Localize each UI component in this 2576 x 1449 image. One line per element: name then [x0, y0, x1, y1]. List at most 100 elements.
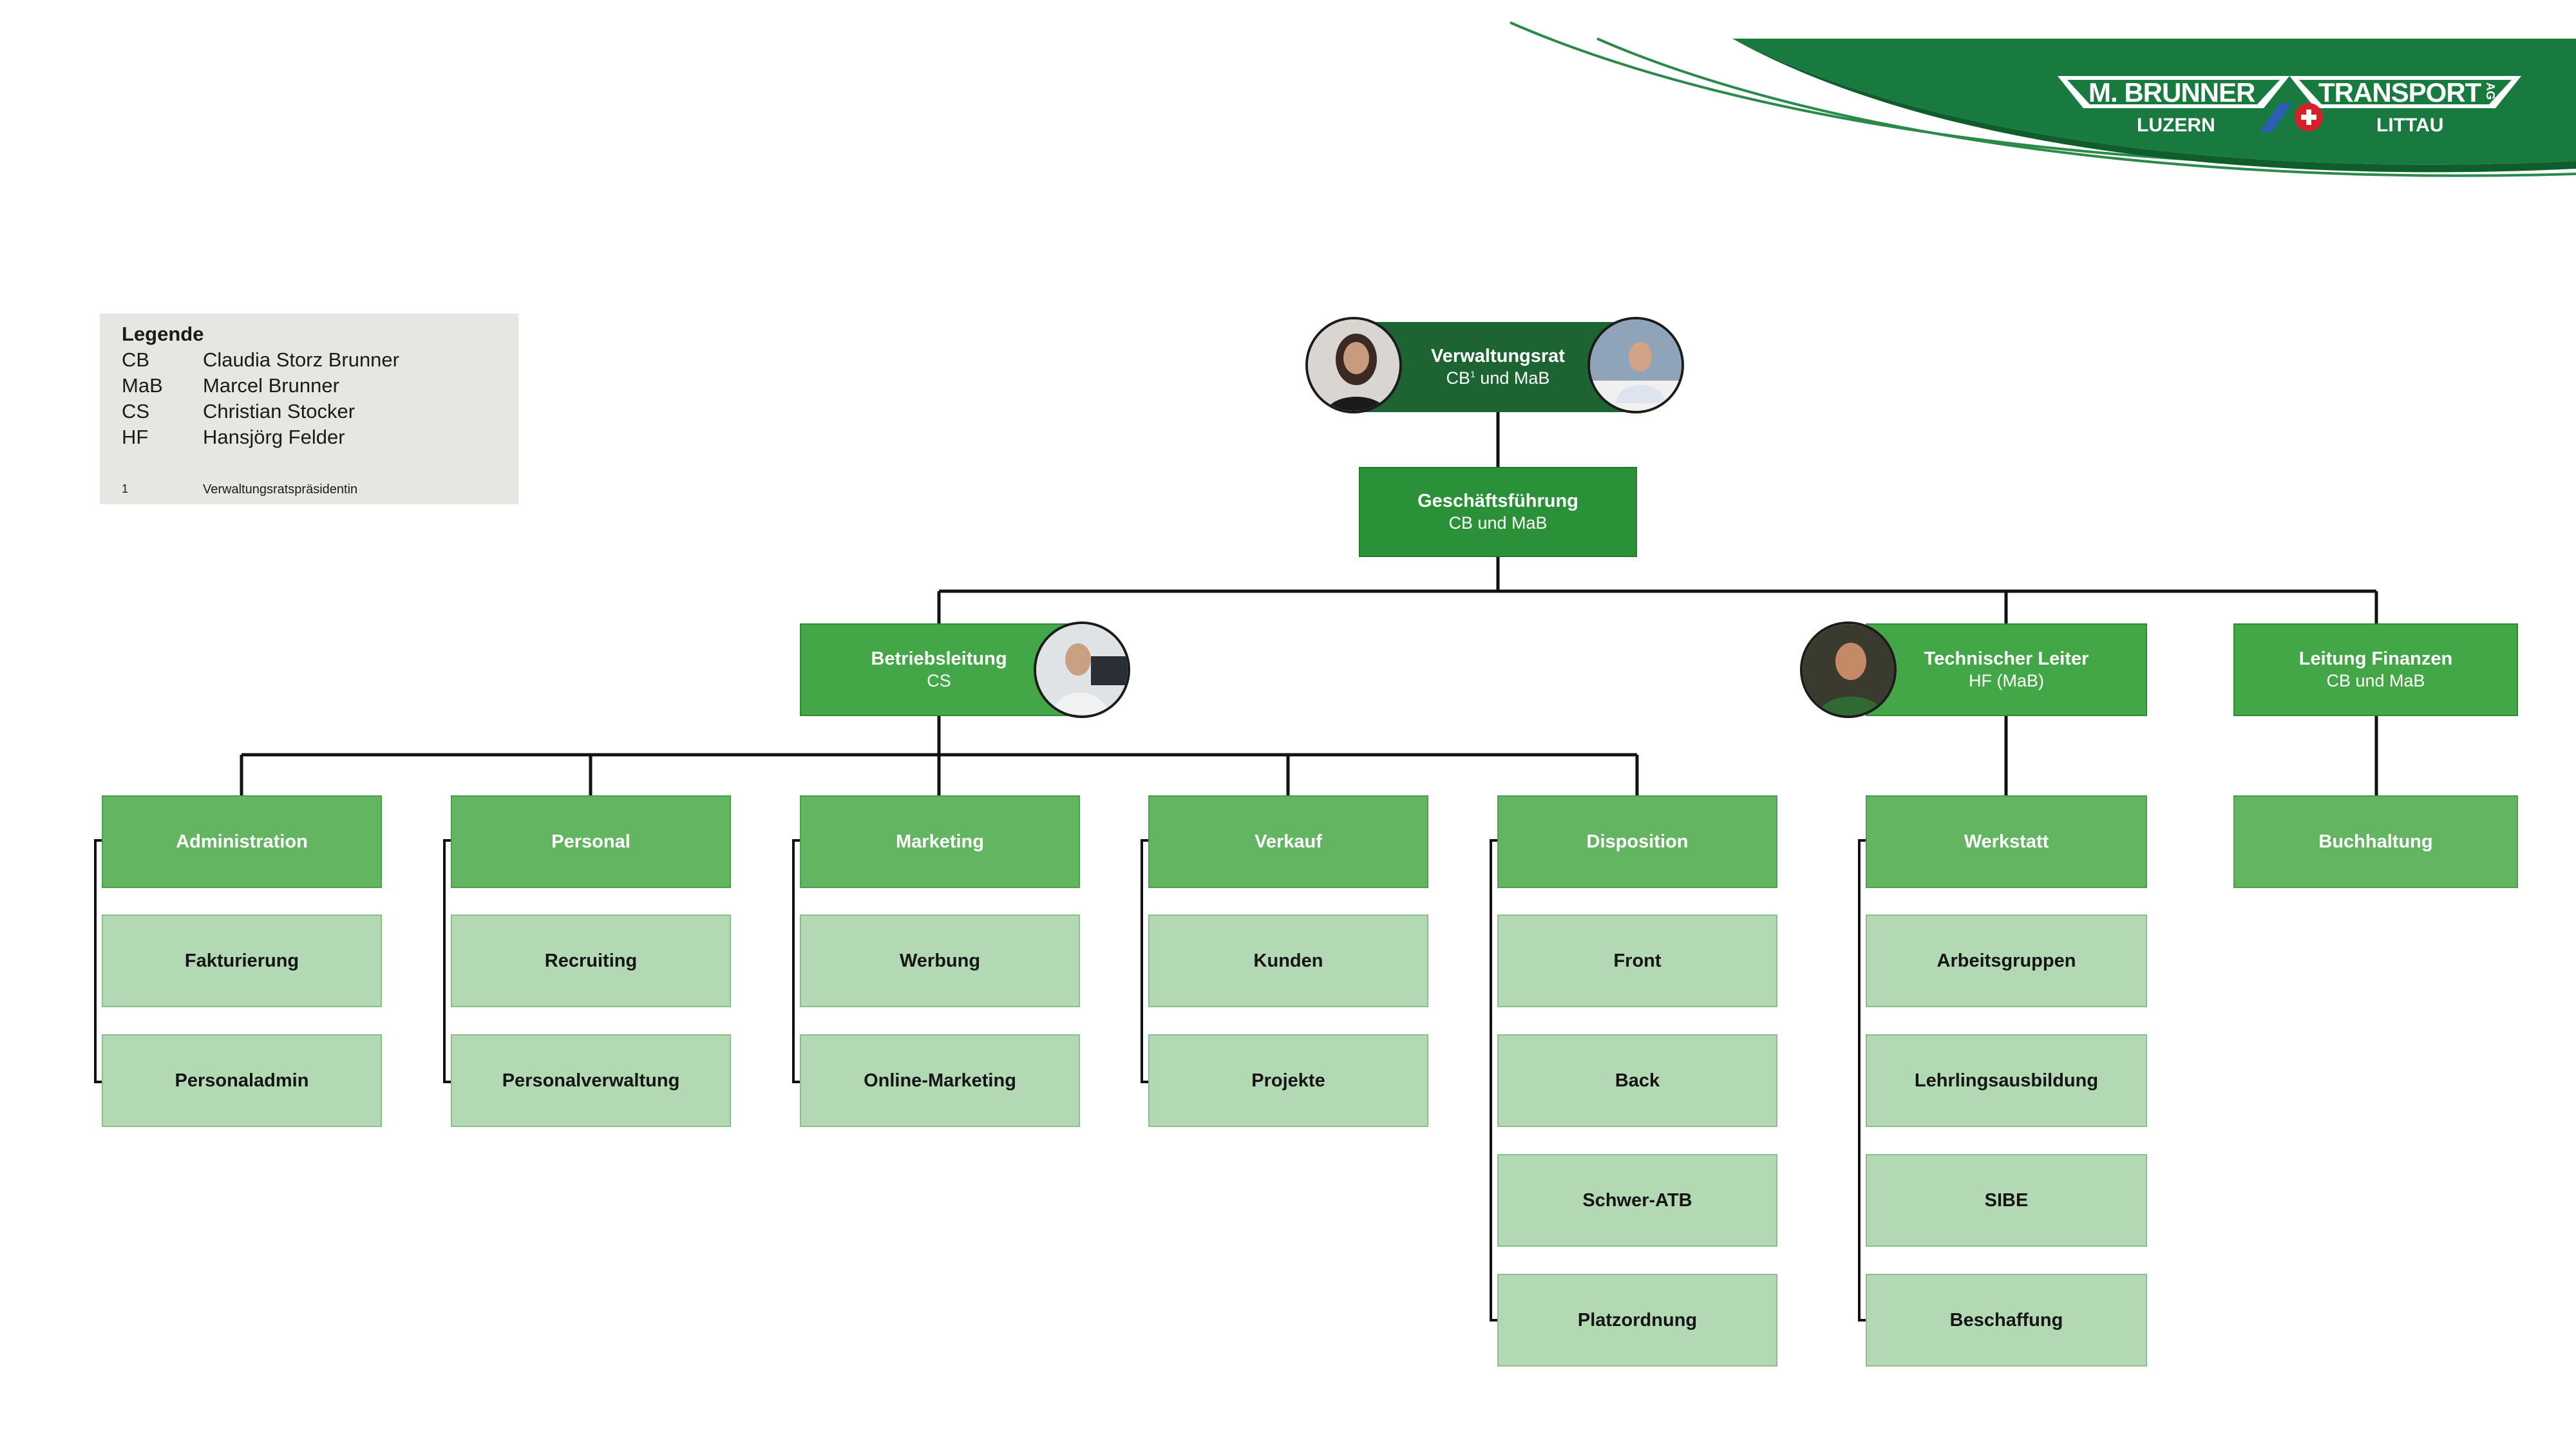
- node-title: SIBE: [1984, 1189, 2029, 1211]
- node-platzordnung: Platzordnung: [1497, 1274, 1777, 1367]
- footnote-text: Verwaltungsratspräsidentin: [203, 482, 358, 497]
- node-arbeitsgruppen: Arbeitsgruppen: [1866, 914, 2147, 1007]
- node-title: Front: [1613, 950, 1662, 971]
- node-disposition: Disposition: [1497, 795, 1777, 888]
- logo-right-name: TRANSPORT: [2318, 77, 2481, 108]
- node-title: Online-Marketing: [864, 1070, 1016, 1091]
- company-logo-banner: [1510, 21, 2576, 177]
- avatar-hansjoerg: [1800, 621, 1897, 718]
- node-geschaeftsfuehrung: Geschäftsführung CB und MaB: [1359, 467, 1637, 557]
- swiss-cross-h: [2301, 115, 2316, 120]
- avatar-marcel: [1587, 317, 1684, 413]
- node-title: Marketing: [896, 831, 984, 852]
- node-title: Betriebsleitung: [871, 649, 1007, 669]
- node-title: Platzordnung: [1577, 1309, 1698, 1331]
- node-online-marketing: Online-Marketing: [800, 1034, 1080, 1127]
- legend-name: Christian Stocker: [203, 400, 355, 422]
- person-photo-icon: [1803, 624, 1894, 715]
- node-kunden: Kunden: [1148, 914, 1428, 1007]
- node-title: Personaladmin: [175, 1070, 309, 1091]
- node-title: Werbung: [899, 950, 981, 971]
- node-leitung-finanzen: Leitung Finanzen CB und MaB: [2233, 623, 2518, 716]
- node-title: Buchhaltung: [2318, 831, 2433, 852]
- node-title: Verkauf: [1255, 831, 1322, 852]
- bracket: [1858, 839, 1866, 1321]
- node-buchhaltung: Buchhaltung: [2233, 795, 2518, 888]
- node-title: Administration: [176, 831, 308, 852]
- legend-entry: MaB Marcel Brunner: [122, 373, 497, 399]
- node-title: Personalverwaltung: [502, 1070, 680, 1091]
- node-betriebsleitung: Betriebsleitung CS: [800, 623, 1078, 716]
- logo-left-inner: [2067, 80, 2280, 104]
- logo-right-suffix: AG: [2484, 82, 2497, 100]
- legend-entry: HF Hansjörg Felder: [122, 424, 497, 450]
- node-title: Technischer Leiter: [1924, 649, 2089, 669]
- legend-name: Claudia Storz Brunner: [203, 348, 399, 371]
- node-title: Recruiting: [544, 950, 638, 971]
- node-title: Werkstatt: [1964, 831, 2049, 852]
- legend-entry: CS Christian Stocker: [122, 399, 497, 424]
- node-sub: CS: [927, 671, 951, 691]
- node-title: Arbeitsgruppen: [1937, 950, 2076, 971]
- node-administration: Administration: [102, 795, 382, 888]
- node-title: Leitung Finanzen: [2298, 649, 2453, 669]
- legend-box: Legende CB Claudia Storz Brunner MaB Mar…: [100, 314, 518, 504]
- node-projekte: Projekte: [1148, 1034, 1428, 1127]
- footnote-mark: 1: [122, 482, 129, 495]
- bracket: [443, 839, 451, 1083]
- legend-footnote: 1 Verwaltungsratspräsidentin: [122, 482, 497, 497]
- node-title: Beschaffung: [1949, 1309, 2063, 1331]
- person-photo-icon: [1308, 319, 1399, 411]
- node-sub: HF (MaB): [1969, 671, 2044, 691]
- logo-flag-blue: [2259, 103, 2293, 132]
- node-sibe: SIBE: [1866, 1154, 2147, 1247]
- logo-left-name: M. BRUNNER: [2088, 77, 2255, 108]
- person-photo-icon: [1036, 624, 1128, 715]
- node-title: Schwer-ATB: [1582, 1189, 1692, 1211]
- node-sub: CB und MaB: [2326, 671, 2425, 691]
- node-fakturierung: Fakturierung: [102, 914, 382, 1007]
- node-marketing: Marketing: [800, 795, 1080, 888]
- node-werkstatt: Werkstatt: [1866, 795, 2147, 888]
- node-title: Disposition: [1586, 831, 1689, 852]
- node-verkauf: Verkauf: [1148, 795, 1428, 888]
- legend-abbr: HF: [122, 426, 149, 448]
- node-sub: CB und MaB: [1448, 513, 1548, 533]
- logo-left-city: LUZERN: [2137, 115, 2215, 136]
- node-lehrlingsausbildung: Lehrlingsausbildung: [1866, 1034, 2147, 1127]
- legend-title: Legende: [122, 323, 204, 345]
- node-sub: CB1 und MaB: [1446, 368, 1550, 388]
- bracket: [792, 839, 800, 1083]
- logo-right-city: LITTAU: [2376, 115, 2444, 136]
- node-title: Back: [1615, 1070, 1660, 1091]
- node-personal: Personal: [451, 795, 731, 888]
- node-personaladmin: Personaladmin: [102, 1034, 382, 1127]
- node-title: Kunden: [1253, 950, 1323, 971]
- node-title: Geschäftsführung: [1417, 491, 1578, 511]
- legend-abbr: MaB: [122, 374, 163, 397]
- bracket: [94, 839, 102, 1083]
- avatar-christian: [1034, 621, 1130, 718]
- node-title: Verwaltungsrat: [1431, 346, 1565, 366]
- node-back: Back: [1497, 1034, 1777, 1127]
- legend-abbr: CB: [122, 348, 150, 371]
- avatar-claudia: [1305, 317, 1402, 413]
- node-recruiting: Recruiting: [451, 914, 731, 1007]
- node-schwer-atb: Schwer-ATB: [1497, 1154, 1777, 1247]
- node-werbung: Werbung: [800, 914, 1080, 1007]
- node-technischer-leiter: Technischer Leiter HF (MaB): [1866, 623, 2147, 716]
- legend-abbr: CS: [122, 400, 150, 422]
- node-title: Personal: [551, 831, 630, 852]
- bracket: [1490, 839, 1497, 1321]
- node-title: Fakturierung: [184, 950, 299, 971]
- node-personalverwaltung: Personalverwaltung: [451, 1034, 731, 1127]
- node-beschaffung: Beschaffung: [1866, 1274, 2147, 1367]
- banner-swoosh-thin-2: [1596, 37, 2576, 177]
- node-front: Front: [1497, 914, 1777, 1007]
- node-title: Lehrlingsausbildung: [1914, 1070, 2099, 1091]
- legend-entry: CB Claudia Storz Brunner: [122, 347, 497, 373]
- bracket: [1141, 839, 1148, 1083]
- logo-right-inner: [2299, 80, 2512, 104]
